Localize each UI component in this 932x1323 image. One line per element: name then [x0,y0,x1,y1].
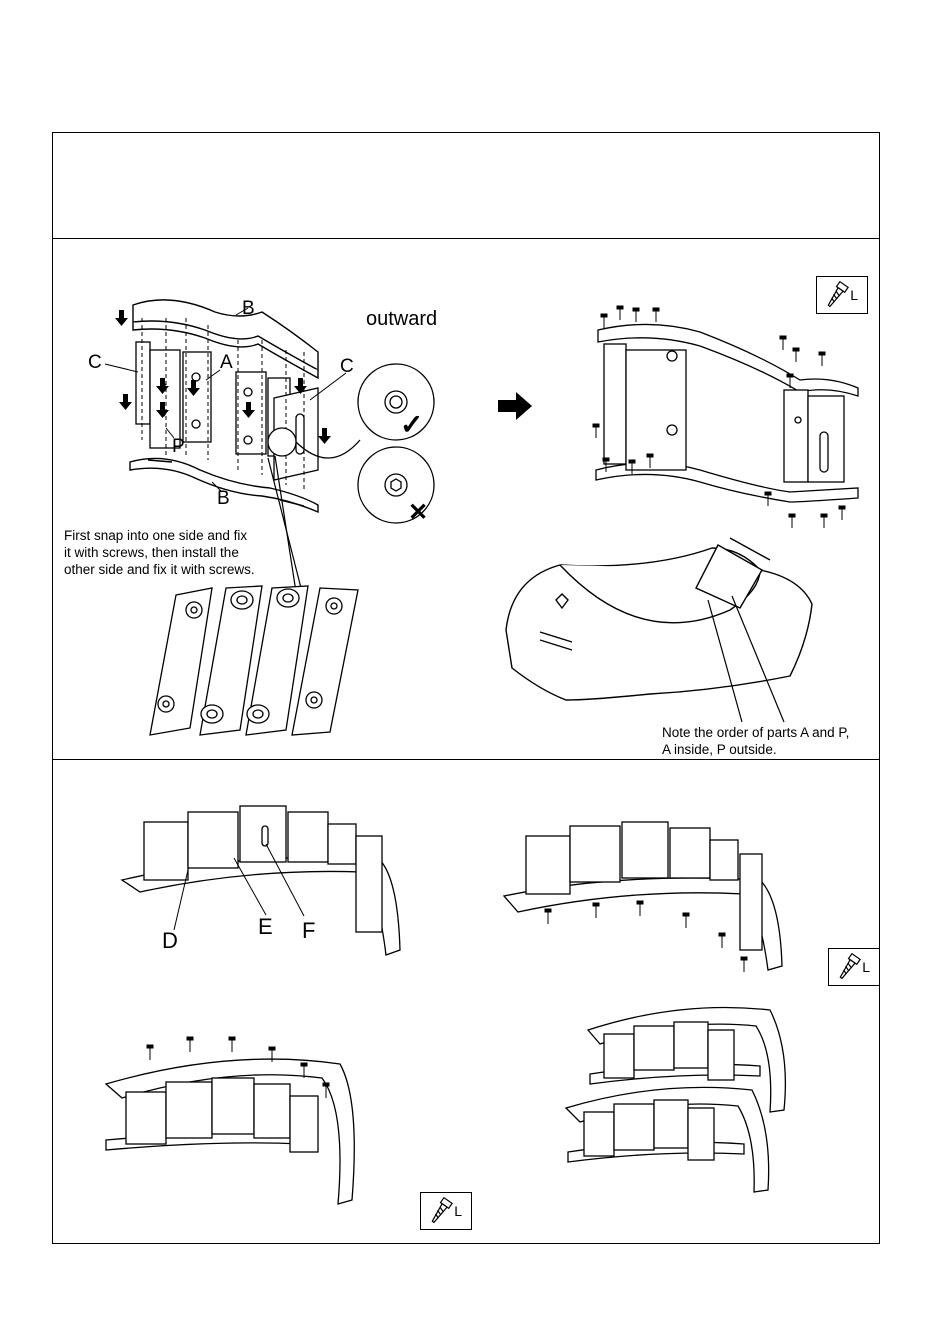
screw-icons-2 [545,901,747,972]
screw-type-badge-3: L [420,1192,472,1230]
instruction-line-3: other side and fix it with screws. [64,561,255,578]
part-label-b-bottom: B [217,488,230,510]
screw-label: L [454,1203,462,1219]
assembled-frame [596,324,858,502]
screw-label: L [862,959,870,975]
part-label-f: F [302,918,315,944]
screw-icon [833,950,863,986]
part-label-c-right: C [340,356,354,378]
stacked-arcs [566,1008,785,1193]
screw-icon [821,278,851,314]
arrow-right-icon [498,392,532,420]
part-label-p: P [172,436,185,458]
arc-top-assembly [106,1059,354,1204]
instruction-line-2: it with screws, then install the [64,544,255,561]
note-text: Note the order of parts A and P, A insid… [662,724,849,758]
rocker-shell [506,538,812,700]
part-label-c-left: C [88,352,102,374]
screw-label: L [850,287,858,303]
part-label-a: A [220,352,233,374]
arc-base-2 [504,822,782,970]
instruction-text: First snap into one side and fix it with… [64,527,255,578]
screw-icon [425,1194,455,1230]
cross-icon: ✕ [408,498,428,527]
note-line-1: Note the order of parts A and P, [662,724,849,741]
part-label-b-top: B [242,298,255,320]
check-icon: ✓ [400,408,423,441]
screw-type-badge-1: L [816,276,868,314]
instruction-line-1: First snap into one side and fix [64,527,255,544]
screw-type-badge-2: L [828,948,880,986]
part-label-d: D [162,928,178,954]
outward-label: outward [366,308,437,331]
note-line-2: A inside, P outside. [662,741,849,758]
part-label-e: E [258,914,273,940]
wheel-strips [150,586,358,735]
